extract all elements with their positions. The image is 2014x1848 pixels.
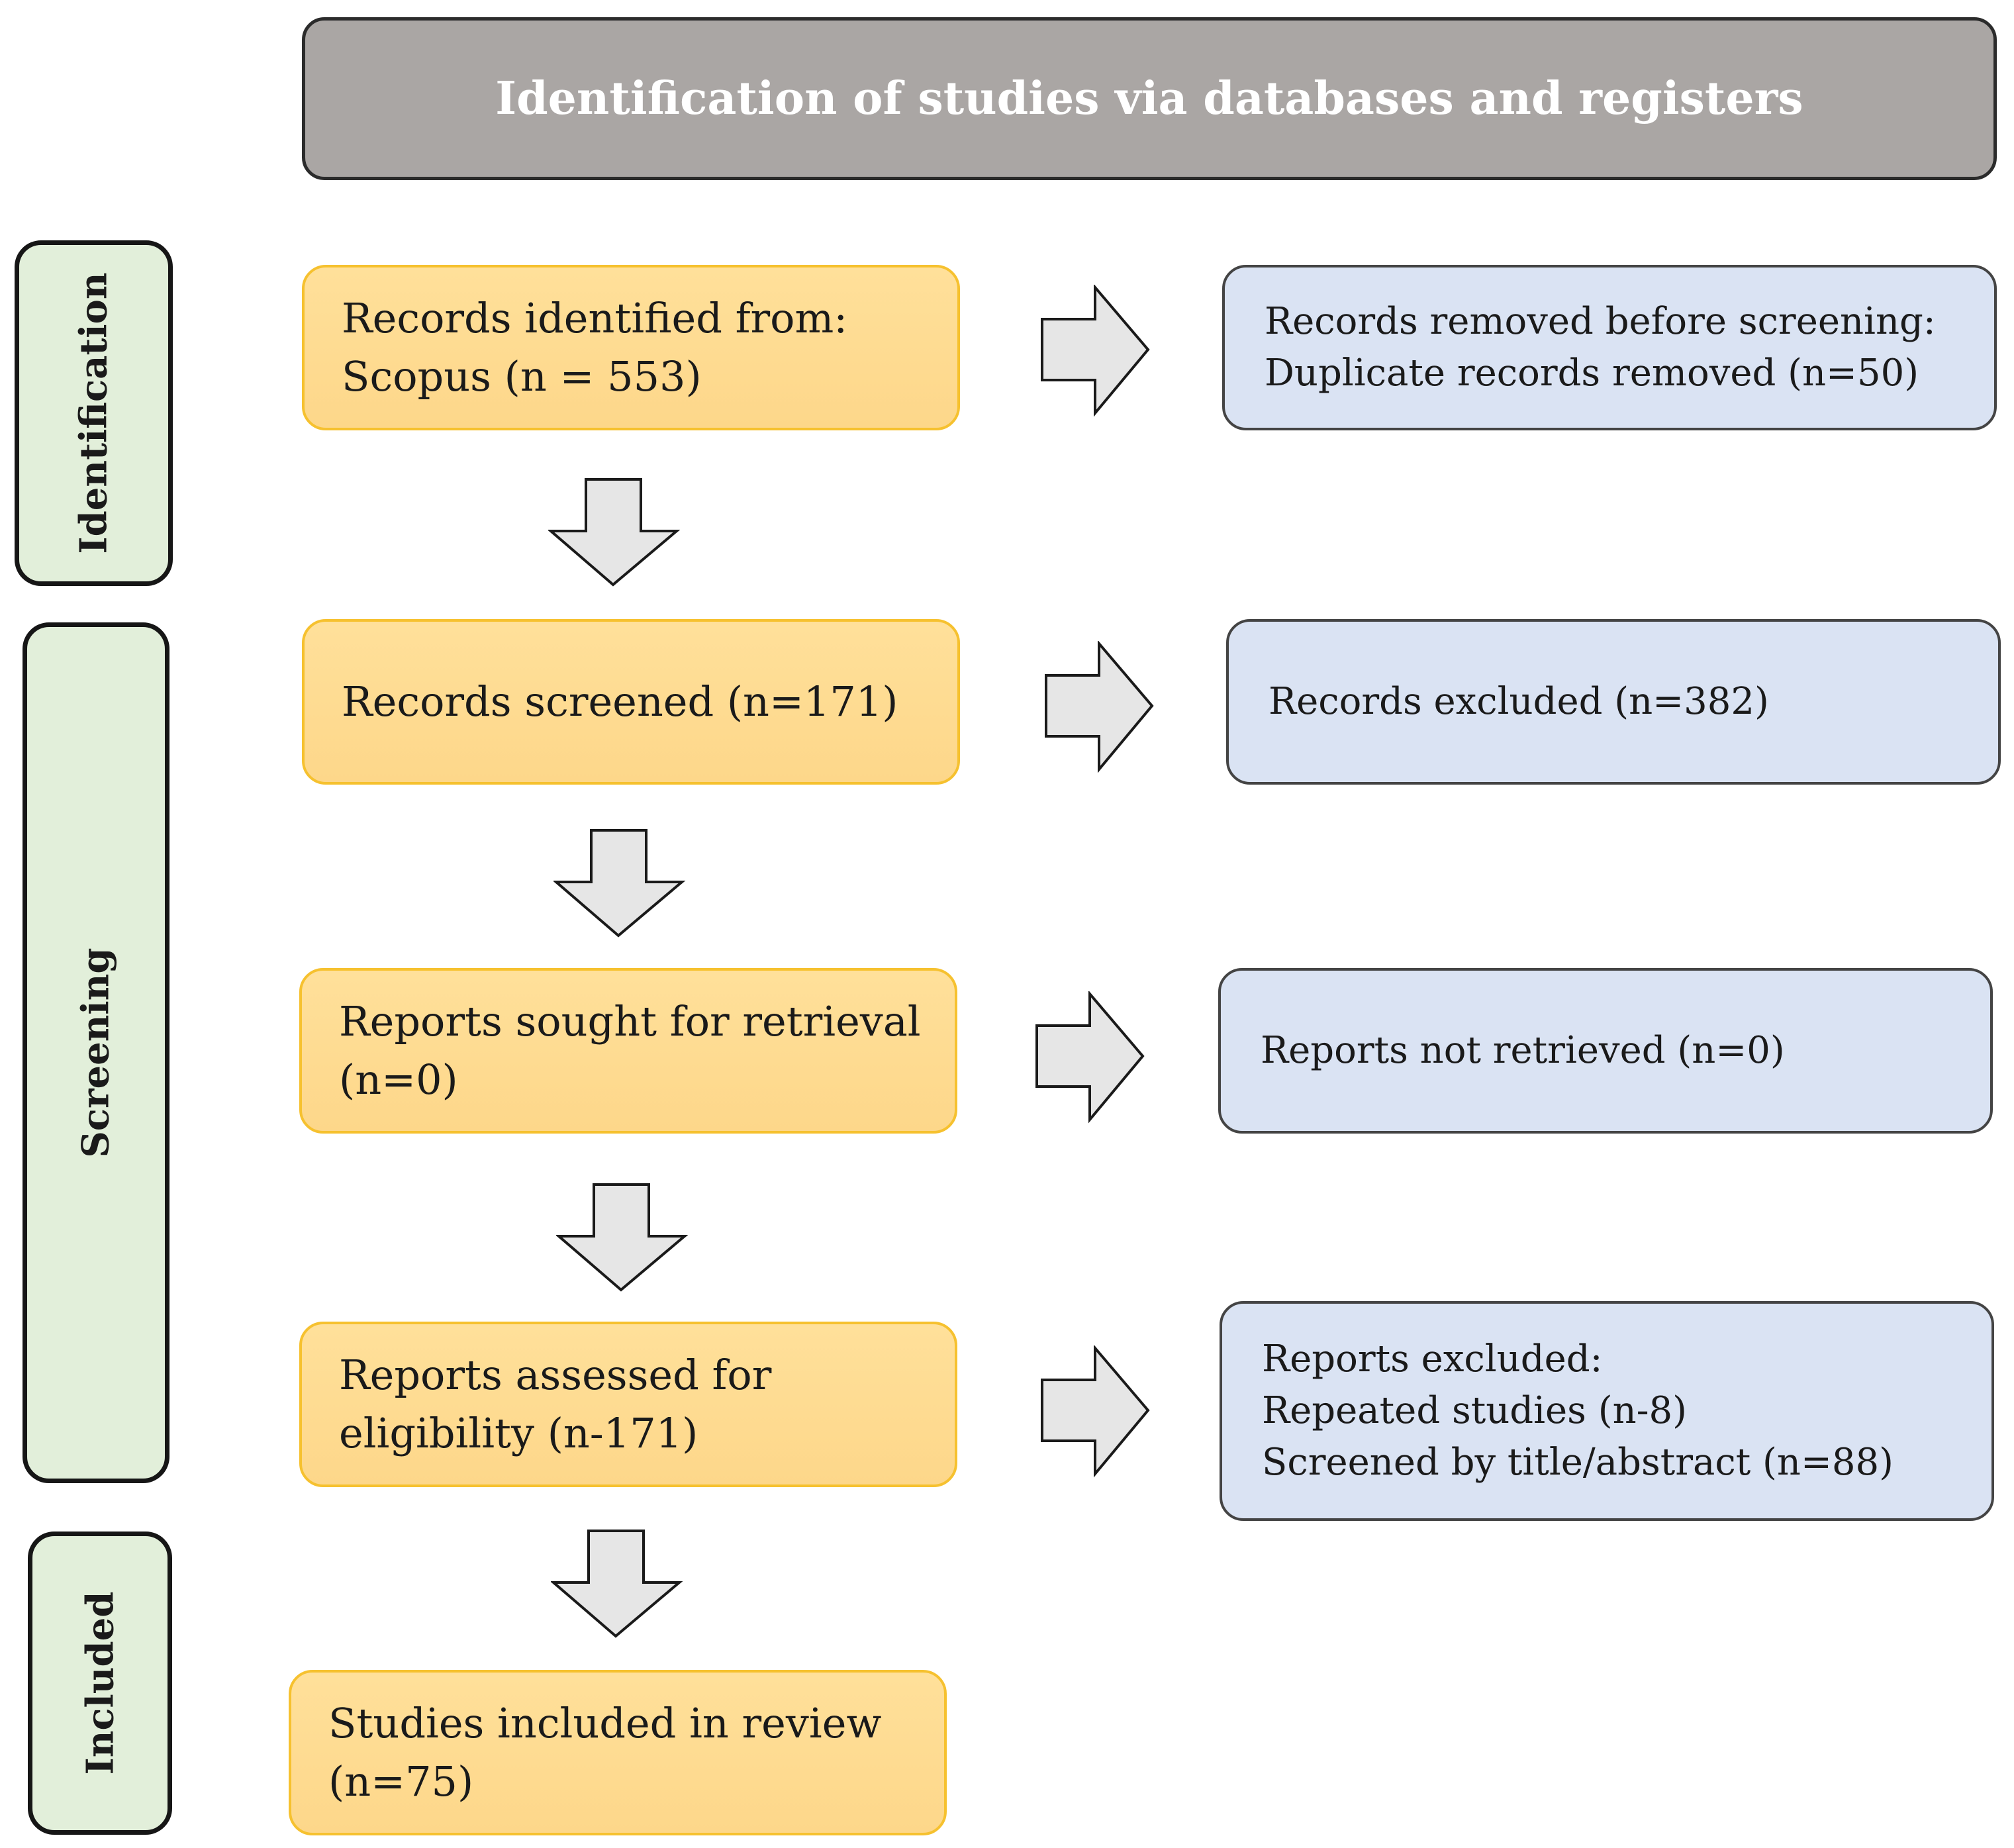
records-screened-box: Records screened (n=171)	[302, 619, 960, 785]
reports-excluded-line1: Reports excluded:	[1262, 1337, 1603, 1381]
removed-before-screening-box: Records removed before screening: Duplic…	[1222, 265, 1997, 430]
reports-excluded-line2: Repeated studies (n-8)	[1262, 1389, 1688, 1432]
removed-before-screening-line1: Records removed before screening:	[1265, 300, 1936, 343]
records-identified-line1: Records identified from:	[342, 294, 848, 342]
reports-excluded-box: Reports excluded: Repeated studies (n-8)…	[1220, 1301, 1994, 1521]
right-arrow-icon	[1041, 1345, 1150, 1478]
stage-included: Included	[28, 1532, 172, 1835]
records-identified-line2: Scopus (n = 553)	[342, 352, 702, 401]
records-excluded-line1: Records excluded (n=382)	[1269, 680, 1769, 723]
reports-sought-line2: (n=0)	[339, 1055, 458, 1104]
stage-screening: Screening	[23, 622, 169, 1483]
reports-assessed-box: Reports assessed for eligibility (n-171)	[299, 1322, 957, 1487]
right-arrow-icon	[1045, 641, 1154, 773]
reports-not-retrieved-box: Reports not retrieved (n=0)	[1218, 968, 1993, 1134]
down-arrow-icon	[553, 829, 686, 938]
reports-not-retrieved-line1: Reports not retrieved (n=0)	[1261, 1029, 1785, 1072]
stage-identification-label: Identification	[72, 272, 116, 554]
stage-identification: Identification	[15, 240, 173, 586]
records-identified-box: Records identified from: Scopus (n = 553…	[302, 265, 960, 430]
down-arrow-icon	[551, 1530, 683, 1638]
removed-before-screening-line2: Duplicate records removed (n=50)	[1265, 352, 1919, 395]
records-screened-line1: Records screened (n=171)	[342, 677, 898, 726]
right-arrow-icon	[1035, 991, 1145, 1124]
reports-sought-line1: Reports sought for retrieval	[339, 997, 921, 1046]
down-arrow-icon	[556, 1183, 689, 1292]
header-banner: Identification of studies via databases …	[302, 17, 1997, 180]
reports-excluded-line3: Screened by title/abstract (n=88)	[1262, 1441, 1894, 1484]
down-arrow-icon	[548, 478, 681, 587]
right-arrow-icon	[1041, 285, 1150, 417]
stage-included-label: Included	[78, 1591, 122, 1775]
header-title: Identification of studies via databases …	[495, 72, 1803, 125]
studies-included-box: Studies included in review (n=75)	[289, 1670, 947, 1835]
reports-assessed-line1: Reports assessed for	[339, 1351, 772, 1399]
reports-sought-box: Reports sought for retrieval (n=0)	[299, 968, 957, 1134]
stage-screening-label: Screening	[74, 948, 119, 1158]
reports-assessed-line2: eligibility (n-171)	[339, 1409, 698, 1457]
records-excluded-box: Records excluded (n=382)	[1226, 619, 2001, 785]
studies-included-line1: Studies included in review	[328, 1699, 882, 1747]
studies-included-line2: (n=75)	[328, 1757, 474, 1806]
